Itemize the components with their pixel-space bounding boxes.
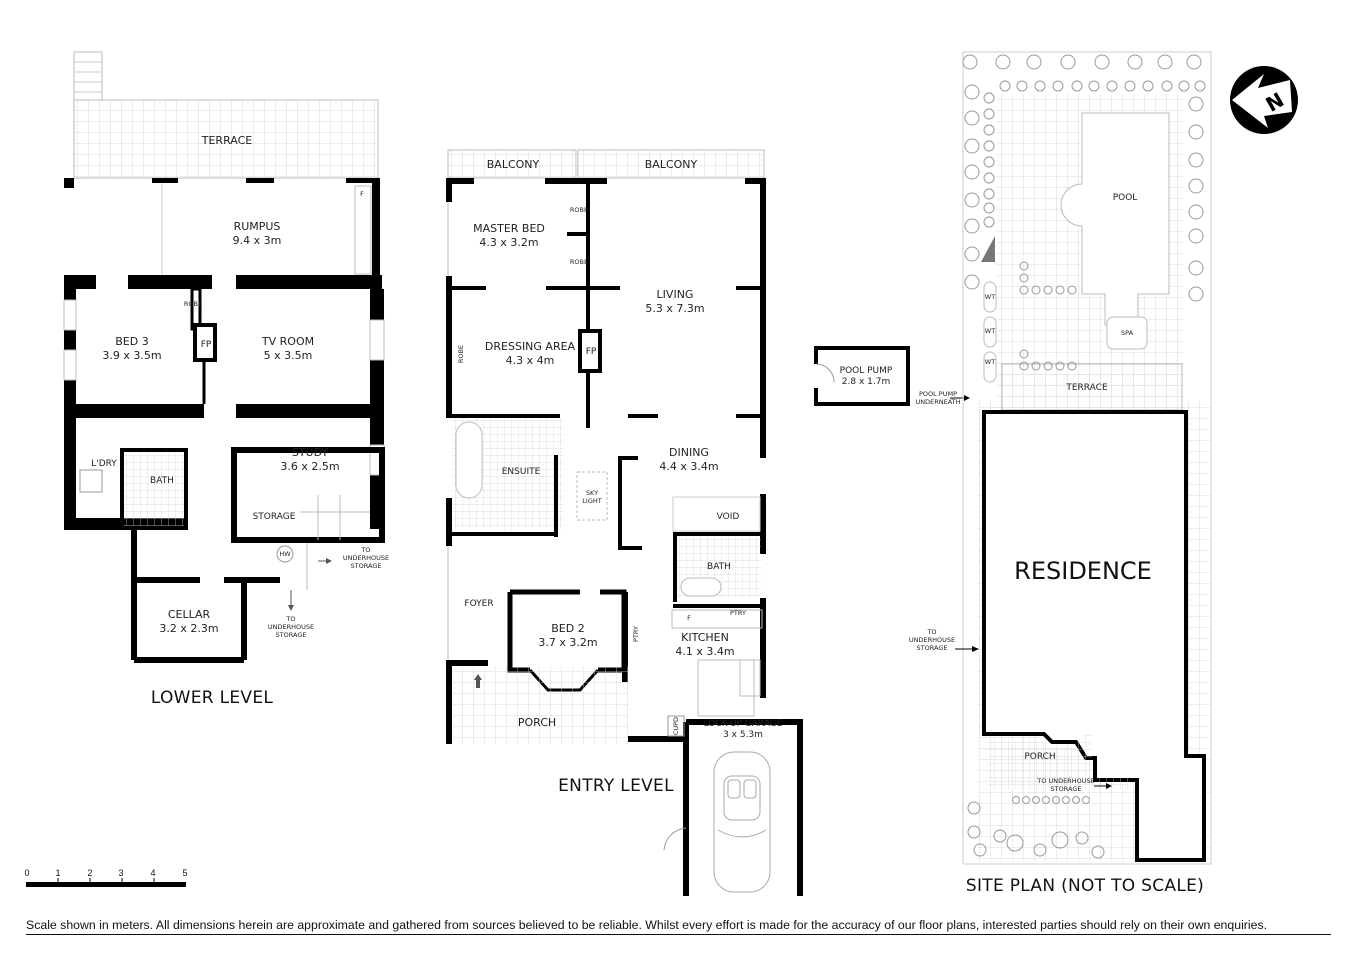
water-tank-label: WT bbox=[984, 358, 996, 366]
water-tank-label: WT bbox=[984, 327, 996, 335]
cupboard-label: CUPD bbox=[671, 716, 680, 736]
robe-label: ROBE bbox=[183, 300, 203, 308]
scale-bar bbox=[26, 878, 186, 887]
to-underhouse-storage-label: TO UNDERHOUSE STORAGE bbox=[267, 615, 315, 640]
fridge-label: F bbox=[360, 190, 364, 198]
pantry-label: PTRY bbox=[730, 609, 746, 617]
to-underhouse-storage-label: TO UNDERHOUSE STORAGE bbox=[908, 628, 956, 653]
north-compass-icon bbox=[1230, 66, 1298, 134]
scale-tick: 3 bbox=[118, 868, 124, 878]
sky-light-label: SKY LIGHT bbox=[582, 489, 602, 506]
room-label-porch: PORCH bbox=[517, 716, 557, 729]
room-label-balcony: BALCONY bbox=[644, 158, 698, 171]
laundry-label: L'DRY bbox=[91, 459, 117, 469]
scale-tick: 2 bbox=[87, 868, 93, 878]
room-label-terrace: TERRACE bbox=[201, 134, 253, 147]
disclaimer-text: Scale shown in meters. All dimensions he… bbox=[26, 918, 1331, 935]
water-tank-label: WT bbox=[984, 293, 996, 301]
tree-icons bbox=[962, 54, 1206, 859]
pool-label: POOL bbox=[1112, 193, 1138, 203]
plan-title-site-plan: SITE PLAN (NOT TO SCALE) bbox=[965, 876, 1205, 896]
scale-tick: 1 bbox=[55, 868, 61, 878]
plan-title-lower-level: LOWER LEVEL bbox=[150, 688, 274, 708]
foyer-label: FOYER bbox=[464, 599, 494, 609]
bath-label: BATH bbox=[150, 476, 174, 486]
hot-water-label: HW bbox=[279, 550, 291, 558]
to-underhouse-storage-label: TO UNDERHOUSE STORAGE bbox=[1037, 777, 1095, 794]
plan-title-entry-level: ENTRY LEVEL bbox=[558, 776, 674, 796]
pantry-label: PTRY bbox=[631, 626, 640, 643]
fireplace-label: FP bbox=[200, 340, 212, 350]
bath-label: BATH bbox=[707, 562, 731, 572]
storage-label: STORAGE bbox=[252, 512, 296, 522]
porch-label: PORCH bbox=[1024, 752, 1056, 762]
fridge-label: F bbox=[687, 614, 691, 622]
spa-label: SPA bbox=[1120, 329, 1134, 337]
pool-pump-plan bbox=[814, 346, 970, 406]
site-plan bbox=[955, 51, 1298, 865]
terrace-label: TERRACE bbox=[1066, 383, 1108, 393]
room-label-balcony: BALCONY bbox=[486, 158, 540, 171]
entry-level-plan bbox=[446, 149, 803, 896]
pool-pump-underneath-label: POOL PUMP UNDERNEATH bbox=[915, 390, 961, 407]
robe-label: ROBE bbox=[569, 258, 589, 266]
lower-level-plan bbox=[63, 51, 385, 663]
robe-label: ROBE bbox=[456, 344, 465, 364]
residence-label: RESIDENCE bbox=[1014, 557, 1152, 585]
ensuite-label: ENSUITE bbox=[501, 467, 541, 477]
robe-label: ROBE bbox=[569, 206, 589, 214]
void-label: VOID bbox=[716, 512, 740, 522]
fireplace-label: FP bbox=[585, 347, 597, 357]
to-underhouse-storage-label: TO UNDERHOUSE STORAGE bbox=[342, 546, 390, 571]
scale-tick: 0 bbox=[24, 868, 30, 878]
scale-tick: 5 bbox=[182, 868, 188, 878]
scale-tick: 4 bbox=[150, 868, 156, 878]
car-icon bbox=[713, 751, 771, 893]
